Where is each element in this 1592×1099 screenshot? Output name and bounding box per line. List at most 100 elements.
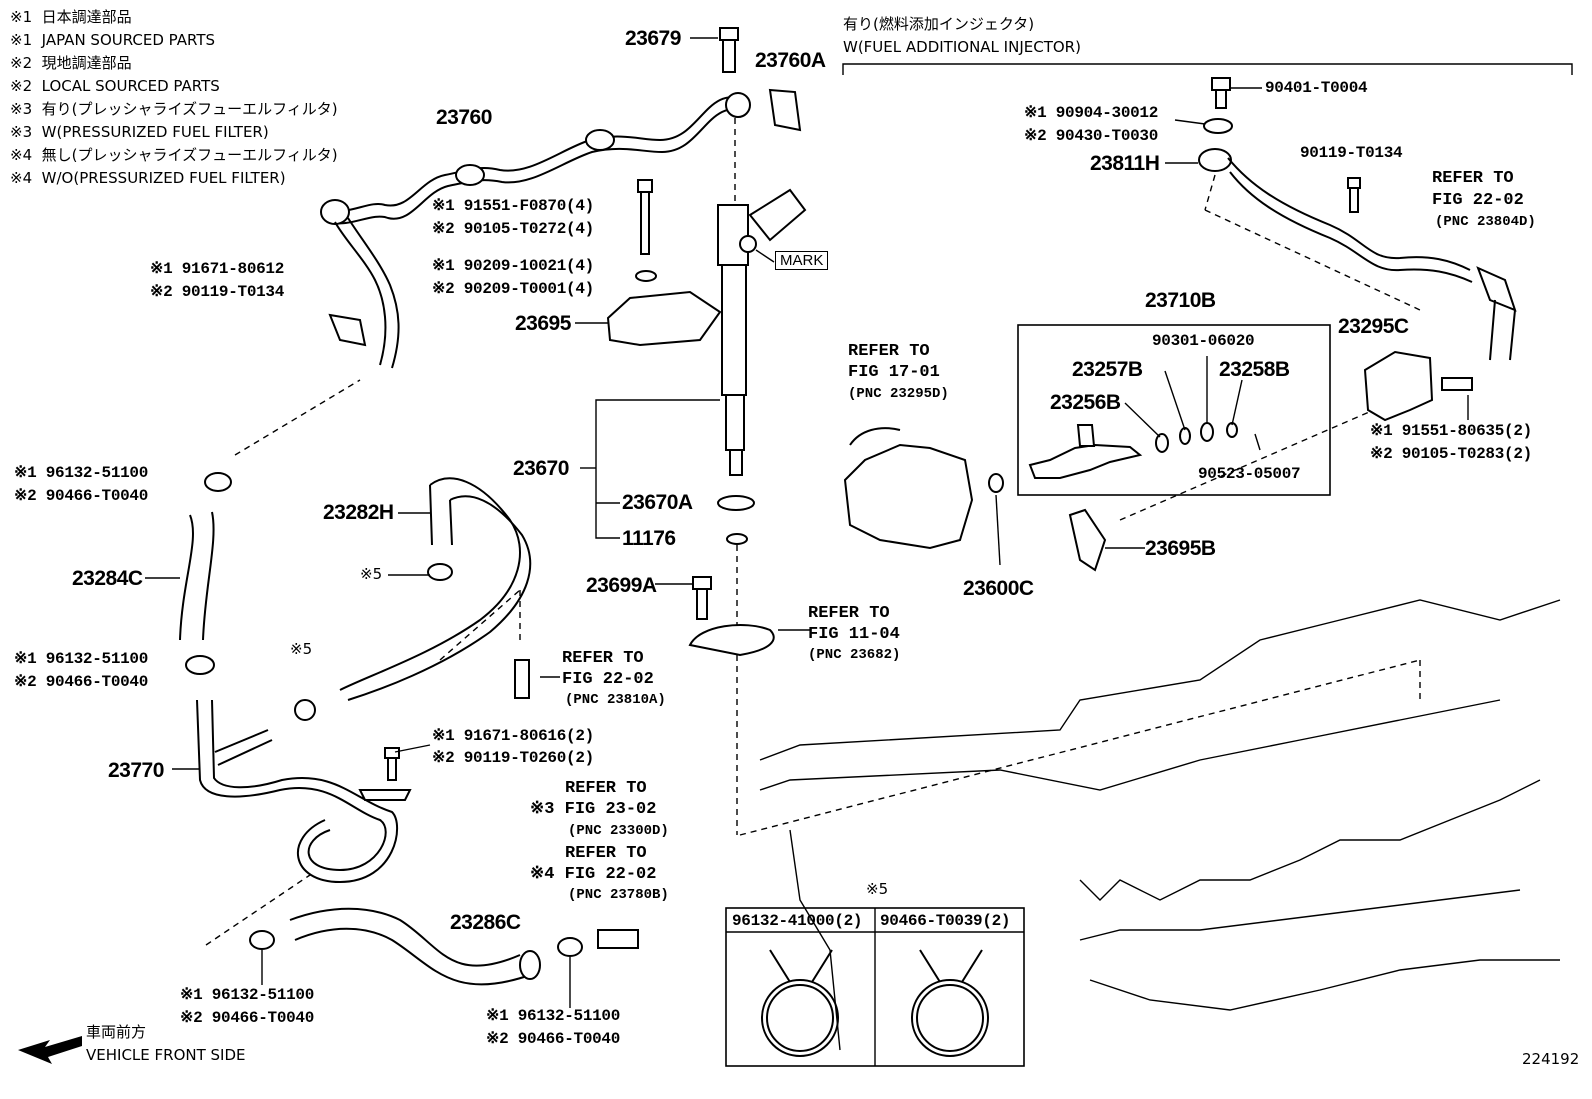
- pipe-end-fitting: [725, 92, 751, 118]
- subpart-90105-t0272[interactable]: ※2 90105-T0272(4): [432, 220, 594, 238]
- refer-line: FIG 11-04: [808, 625, 900, 644]
- part-23699a[interactable]: 23699A: [586, 574, 657, 597]
- part-23286c[interactable]: 23286C: [450, 911, 521, 934]
- legend-line-8: ※4 W/O(PRESSURIZED FUEL FILTER): [10, 169, 286, 187]
- section-note-en: W(FUEL ADDITIONAL INJECTOR): [843, 38, 1081, 56]
- part-23600c[interactable]: 23600C: [963, 577, 1034, 600]
- subpart-90430-t0030[interactable]: ※2 90430-T0030: [1024, 127, 1159, 145]
- part-23679[interactable]: 23679: [625, 27, 681, 50]
- subpart-91551-f0870[interactable]: ※1 91551-F0870(4): [432, 197, 594, 215]
- subpart-90105-t0283[interactable]: ※2 90105-T0283(2): [1370, 445, 1532, 463]
- part-23760[interactable]: 23760: [436, 106, 492, 129]
- gasket-23600c: [988, 473, 1004, 493]
- clamp-96132-icon: [761, 979, 839, 1057]
- refer-line: REFER TO: [562, 649, 644, 668]
- part-23282h[interactable]: 23282H: [323, 501, 394, 524]
- subpart-91671-80612[interactable]: ※1 91671-80612: [150, 260, 285, 278]
- refer-pnc: (PNC 23682): [808, 647, 901, 663]
- mark-label: MARK: [775, 251, 829, 270]
- subpart-90904-30012[interactable]: ※1 90904-30012: [1024, 104, 1159, 122]
- refer-line: REFER TO: [1432, 169, 1514, 188]
- clamp-23695b: [1068, 508, 1107, 572]
- subpart-90301-06020[interactable]: 90301-06020: [1152, 332, 1255, 350]
- injector-kit-23710b-box: [1017, 324, 1331, 496]
- figure-number: 224192: [1522, 1050, 1580, 1068]
- legend-line-6: ※3 W(PRESSURIZED FUEL FILTER): [10, 123, 269, 141]
- part-23284c[interactable]: 23284C: [72, 567, 143, 590]
- part-23295c[interactable]: 23295C: [1338, 315, 1409, 338]
- front-label-jp: 車両前方: [86, 1023, 147, 1041]
- refer-pnc: (PNC 23810A): [565, 692, 666, 708]
- refer-line: REFER TO: [565, 844, 647, 863]
- part-23770[interactable]: 23770: [108, 759, 164, 782]
- bolt-90401-icon: [1211, 77, 1231, 91]
- refer-pnc: (PNC 23300D): [568, 823, 669, 839]
- clamp-table-note: ※5: [866, 880, 889, 898]
- part-23695b[interactable]: 23695B: [1145, 537, 1216, 560]
- hose-23286c: [289, 907, 531, 986]
- refer-line: ※3 FIG 23-02: [530, 800, 657, 819]
- refer-pnc: (PNC 23295D): [848, 386, 949, 402]
- subpart-91671-80616[interactable]: ※1 91671-80616(2): [432, 727, 594, 745]
- part-23670[interactable]: 23670: [513, 457, 569, 480]
- part-23670a[interactable]: 23670A: [622, 491, 693, 514]
- fitting-23295c: [1363, 350, 1434, 422]
- fuel-pump-housing: [843, 443, 974, 550]
- refer-line: REFER TO: [848, 342, 930, 361]
- part-23811h[interactable]: 23811H: [1090, 152, 1160, 175]
- legend-line-5: ※3 有り(プレッシャライズフューエルフィルタ): [10, 100, 338, 118]
- clamp-table-col2[interactable]: 90466-T0039(2): [880, 912, 1011, 930]
- refer-line: REFER TO: [565, 779, 647, 798]
- clamp-note-5a: ※5: [360, 565, 383, 583]
- subpart-96132-a[interactable]: ※1 96132-51100: [14, 464, 149, 482]
- clamp-table-col1[interactable]: 96132-41000(2): [732, 912, 863, 930]
- pipe-23770: [196, 699, 399, 884]
- part-23710b[interactable]: 23710B: [1145, 289, 1216, 312]
- part-11176[interactable]: 11176: [622, 527, 676, 550]
- o-ring-23670a: [717, 495, 755, 511]
- subpart-96132-d[interactable]: ※1 96132-51100: [486, 1007, 621, 1025]
- subpart-90466-b[interactable]: ※2 90466-T0040: [14, 673, 149, 691]
- engine-outline: [759, 599, 1561, 1051]
- subpart-90119-t0134-a[interactable]: ※2 90119-T0134: [150, 283, 285, 301]
- subpart-90401-t0004[interactable]: 90401-T0004: [1265, 79, 1368, 97]
- subpart-90466-c[interactable]: ※2 90466-T0040: [180, 1009, 315, 1027]
- hose-23282h: [339, 477, 521, 691]
- subpart-96132-c[interactable]: ※1 96132-51100: [180, 986, 315, 1004]
- subpart-90209-10021[interactable]: ※1 90209-10021(4): [432, 257, 594, 275]
- injector-clamp-23695: [606, 290, 722, 347]
- subpart-90209-t0001[interactable]: ※2 90209-T0001(4): [432, 280, 594, 298]
- subpart-90119-t0134-b[interactable]: 90119-T0134: [1300, 144, 1403, 162]
- front-label-en: VEHICLE FRONT SIDE: [86, 1046, 246, 1064]
- bolt-23679-icon: [719, 27, 739, 41]
- hose-23284c: [179, 514, 194, 641]
- clamp-note-5b: ※5: [290, 640, 313, 658]
- part-23257b[interactable]: 23257B: [1072, 358, 1143, 381]
- refer-line: FIG 17-01: [848, 363, 940, 382]
- subpart-91551-80635[interactable]: ※1 91551-80635(2): [1370, 422, 1532, 440]
- subpart-96132-b[interactable]: ※1 96132-51100: [14, 650, 149, 668]
- pipe-bracket: [328, 313, 367, 347]
- subpart-90466-a[interactable]: ※2 90466-T0040: [14, 487, 149, 505]
- part-23258b[interactable]: 23258B: [1219, 358, 1290, 381]
- subpart-90119-t0260[interactable]: ※2 90119-T0260(2): [432, 749, 594, 767]
- legend-line-2: ※1 JAPAN SOURCED PARTS: [10, 31, 216, 49]
- legend-line-3: ※2 現地調達部品: [10, 54, 132, 72]
- part-23256b[interactable]: 23256B: [1050, 391, 1121, 414]
- front-arrow-icon: [18, 1036, 82, 1064]
- clip-23760a-icon: [768, 88, 802, 132]
- section-bracket: [842, 63, 1573, 75]
- pipe-end-23811h: [1198, 148, 1232, 172]
- part-23695[interactable]: 23695: [515, 312, 571, 335]
- legend-line-4: ※2 LOCAL SOURCED PARTS: [10, 77, 220, 95]
- refer-line: FIG 22-02: [562, 670, 654, 689]
- legend-line-7: ※4 無し(プレッシャライズフューエルフィルタ): [10, 146, 338, 164]
- section-note-jp: 有り(燃料添加インジェクタ): [843, 15, 1035, 33]
- legend-line-1: ※1 日本調達部品: [10, 8, 132, 26]
- seal-11176: [726, 533, 748, 545]
- injector-23670-icon: [717, 188, 807, 476]
- subpart-90466-d[interactable]: ※2 90466-T0040: [486, 1030, 621, 1048]
- part-23760a[interactable]: 23760A: [755, 49, 826, 72]
- subpart-90523-05007[interactable]: 90523-05007: [1198, 465, 1301, 483]
